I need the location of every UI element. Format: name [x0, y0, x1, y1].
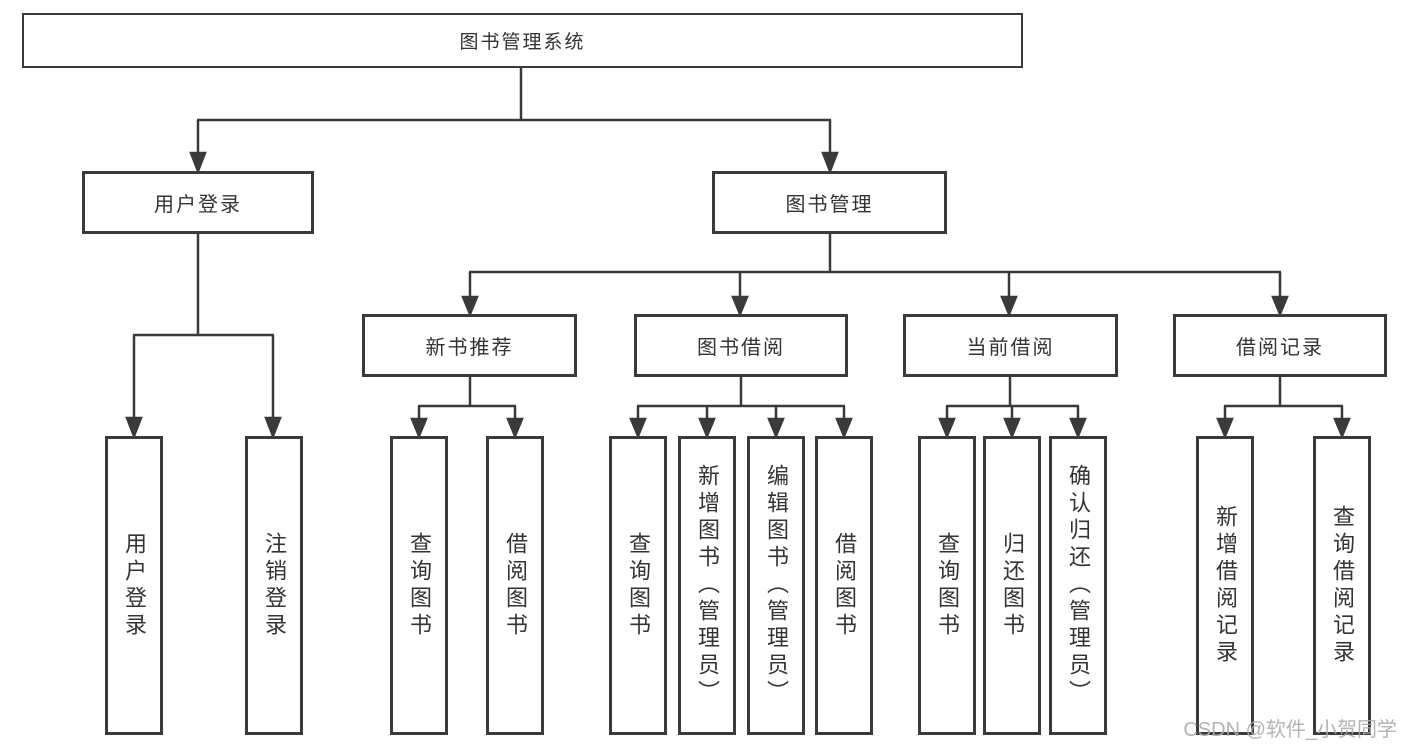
node-book-borrow: 图书借阅	[634, 314, 848, 377]
node-library-system: 图书管理系统	[22, 13, 1023, 68]
node-borrow-records: 借阅记录	[1173, 314, 1387, 377]
leaf-borrow-books-1-label: 借阅图书	[503, 531, 528, 640]
leaf-query-borrow-record-label: 查询借阅记录	[1330, 504, 1355, 667]
node-book-management: 图书管理	[712, 171, 947, 234]
leaf-logout: 注销登录	[245, 436, 303, 735]
leaf-borrow-books-1: 借阅图书	[486, 436, 544, 735]
node-book-management-label: 图书管理	[785, 194, 874, 216]
leaf-add-borrow-record-label: 新增借阅记录	[1213, 504, 1238, 667]
leaf-borrow-books-2-label: 借阅图书	[832, 531, 857, 640]
leaf-query-books-3-label: 查询图书	[935, 531, 960, 640]
node-new-book-recommend-label: 新书推荐	[425, 337, 514, 359]
leaf-confirm-return-admin: 确认归还（管理员）	[1049, 436, 1107, 735]
leaf-edit-books-admin-label: 编辑图书（管理员）	[764, 464, 789, 707]
leaf-return-books-label: 归还图书	[1000, 531, 1025, 640]
node-library-system-label: 图书管理系统	[459, 32, 586, 53]
node-current-borrow: 当前借阅	[903, 314, 1118, 377]
leaf-add-books-admin-label: 新增图书（管理员）	[695, 464, 720, 707]
node-current-borrow-label: 当前借阅	[966, 337, 1055, 359]
leaf-query-books-1: 查询图书	[390, 436, 448, 735]
leaf-query-books-2: 查询图书	[609, 436, 667, 735]
csdn-watermark: CSDN @软件_小贺同学	[1183, 719, 1397, 741]
leaf-confirm-return-admin-label: 确认归还（管理员）	[1066, 464, 1091, 707]
leaf-query-borrow-record: 查询借阅记录	[1313, 436, 1371, 735]
leaf-user-login-label: 用户登录	[122, 531, 147, 640]
node-new-book-recommend: 新书推荐	[362, 314, 577, 377]
node-user-login-label: 用户登录	[154, 194, 242, 216]
leaf-edit-books-admin: 编辑图书（管理员）	[747, 436, 805, 735]
node-borrow-records-label: 借阅记录	[1236, 337, 1324, 359]
leaf-add-books-admin: 新增图书（管理员）	[678, 436, 736, 735]
leaf-user-login: 用户登录	[105, 436, 163, 735]
node-user-login: 用户登录	[82, 171, 314, 234]
node-book-borrow-label: 图书借阅	[697, 337, 785, 359]
leaf-query-books-1-label: 查询图书	[407, 531, 432, 640]
leaf-query-books-2-label: 查询图书	[626, 531, 651, 640]
leaf-borrow-books-2: 借阅图书	[815, 436, 873, 735]
leaf-add-borrow-record: 新增借阅记录	[1196, 436, 1254, 735]
leaf-query-books-3: 查询图书	[918, 436, 976, 735]
leaf-return-books: 归还图书	[983, 436, 1041, 735]
leaf-logout-label: 注销登录	[262, 531, 287, 640]
